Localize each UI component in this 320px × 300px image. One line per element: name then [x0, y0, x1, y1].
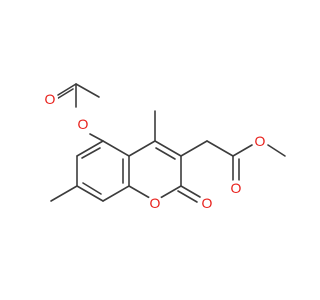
atom-label: O — [45, 91, 56, 107]
atom-label: O — [231, 180, 242, 196]
bond-c8-c8a — [102, 185, 130, 202]
bond-c7-c8-inner — [82, 182, 102, 195]
molecule-canvas: O O O O O O — [42, 83, 286, 211]
atom-label: O — [78, 116, 89, 132]
bond-c7-c8 — [76, 185, 104, 202]
bond-co-o-ester — [232, 144, 253, 157]
bond-ch2-co — [206, 140, 234, 157]
bond-acetyl-co — [57, 83, 77, 96]
bond-c2-o-lactone — [180, 185, 201, 198]
bond-c4a-c4 — [128, 140, 156, 157]
bond-c4a-c5 — [102, 140, 130, 157]
atom-o-ester-5: O — [75, 116, 91, 132]
atom-label: O — [150, 195, 161, 211]
bond-c4-c3-inner — [155, 147, 176, 160]
atom-o-ring: O — [147, 195, 163, 211]
bond-c5-c6 — [76, 140, 104, 157]
bond-c2-o-lactone-double — [177, 190, 198, 203]
atom-label: O — [202, 195, 213, 211]
bond-acetyl-co-double — [54, 88, 74, 101]
bond-o-c5 — [89, 133, 104, 142]
bond-acetyl-methyl — [75, 83, 100, 98]
bond-c3-ch2 — [180, 140, 208, 157]
bond-c4-c3 — [154, 140, 182, 157]
atom-o-lactone-carbonyl: O — [199, 195, 215, 211]
molecule-structure: O O O O O O — [42, 83, 286, 211]
bond-c7-methyl — [50, 185, 78, 202]
bond-o-methyl — [267, 144, 286, 157]
atom-o-carbonyl-sidechain: O — [228, 180, 244, 196]
atom-o-methoxy: O — [252, 133, 268, 149]
atom-o-acetyl-carbonyl: O — [42, 91, 58, 107]
bond-c5-c6-inner — [81, 147, 101, 159]
atom-label: O — [255, 133, 266, 149]
